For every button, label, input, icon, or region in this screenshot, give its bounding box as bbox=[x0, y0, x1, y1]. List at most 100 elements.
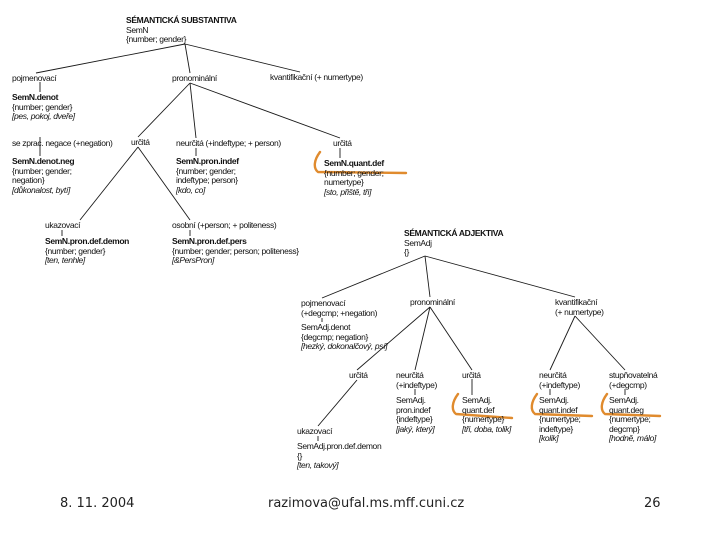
node-line: (+ numertype) bbox=[555, 306, 604, 317]
node-a-quantdeg: SemAdj.quant.deg{numertype;degcmp}[hodně… bbox=[609, 395, 656, 444]
edge-6 bbox=[189, 82, 341, 139]
node-line: se zprac. negace (+negation) bbox=[12, 138, 113, 148]
edge-27 bbox=[317, 379, 358, 427]
node-line: SemN.quant.def bbox=[324, 158, 384, 168]
node-line: SemN bbox=[126, 24, 149, 35]
node-n-kvant: kvantifikační (+ numertype) bbox=[270, 72, 363, 83]
node-line: [pes, pokoj, dveře] bbox=[12, 111, 75, 121]
node-line: kvantifikační bbox=[555, 297, 598, 307]
node-n-zprac: se zprac. negace (+negation) bbox=[12, 138, 113, 149]
edge-20 bbox=[429, 306, 473, 371]
node-line: {number; gender} bbox=[12, 101, 73, 112]
node-line: [ten, takový] bbox=[297, 460, 339, 470]
node-line: [sto, přiště, tři] bbox=[324, 186, 372, 197]
node-line: {number; gender; bbox=[12, 165, 72, 176]
edge-0 bbox=[35, 43, 186, 74]
footer-date: 8. 11. 2004 bbox=[60, 496, 135, 511]
edge-18 bbox=[356, 306, 431, 371]
node-line: [hezký, dokonalčový, psí] bbox=[301, 341, 388, 351]
node-line: negation} bbox=[12, 175, 45, 185]
node-line: SemAdj bbox=[404, 237, 432, 248]
node-n-pronindef: SemN.pron.indef{number; gender;indeftype… bbox=[176, 156, 239, 195]
node-line: [&PersPron] bbox=[172, 255, 214, 265]
node-a-neurcita2: neurčitá(+indeftype) bbox=[539, 370, 580, 390]
node-n-ukaz: ukazovací bbox=[45, 220, 81, 231]
highlight-mark-2 bbox=[530, 392, 594, 418]
node-line: [tři, doba, tolik] bbox=[462, 423, 511, 434]
node-n-denot: SemN.denot{number; gender}[pes, pokoj, d… bbox=[12, 92, 75, 122]
node-line: (+degcmp) bbox=[609, 379, 647, 390]
node-line: [jaký, který] bbox=[396, 423, 435, 434]
node-a-quantdef: SemAdj.quant.def{numertype}[tři, doba, t… bbox=[462, 395, 511, 434]
node-line: určitá bbox=[349, 370, 368, 380]
node-n-neurcita: neurčitá (+indeftype; + person) bbox=[176, 138, 281, 149]
node-a-pojm: pojmenovací(+degcmp; +negation) bbox=[301, 298, 378, 318]
node-line: {number; gender; bbox=[176, 165, 236, 176]
node-line: indeftype} bbox=[539, 423, 573, 434]
node-line: SemAdj.pron.def.demon bbox=[297, 441, 382, 451]
edge-2 bbox=[184, 43, 301, 73]
node-line: (+degcmp; +negation) bbox=[301, 307, 378, 318]
node-line: kvantifikační (+ numertype) bbox=[270, 72, 363, 82]
node-line: neurčitá (+indeftype; + person) bbox=[176, 138, 281, 148]
node-line: ukazovací bbox=[45, 220, 81, 230]
node-a-quantindef: SemAdj.quant.indef{numertype;indeftype}[… bbox=[539, 395, 581, 444]
edge-5 bbox=[189, 82, 197, 139]
node-line: SemAdj. bbox=[396, 395, 426, 405]
node-n-osob: osobní (+person; + politeness) bbox=[172, 220, 277, 231]
node-line: quant.def bbox=[462, 404, 495, 415]
node-line: degcmp} bbox=[609, 423, 640, 434]
node-line: stupňovatelná bbox=[609, 370, 658, 380]
node-n-quantdef: SemN.quant.def{number; gender;numertype}… bbox=[324, 158, 384, 197]
node-line: osobní (+person; + politeness) bbox=[172, 220, 277, 230]
edge-14 bbox=[321, 255, 426, 299]
node-line: [kolik] bbox=[539, 433, 559, 443]
footer-email: razimova@ufal.ms.mff.cuni.cz bbox=[268, 496, 465, 511]
edge-16 bbox=[424, 255, 576, 298]
edge-15 bbox=[424, 255, 431, 298]
node-line: neurčitá bbox=[396, 370, 424, 380]
node-a-ukaz: ukazovací bbox=[297, 426, 332, 437]
node-n-urcita2: určitá bbox=[333, 138, 352, 149]
node-a-urcita: určitá bbox=[349, 370, 368, 381]
node-line: pronominální bbox=[172, 73, 217, 83]
node-line: numertype} bbox=[324, 177, 364, 187]
edge-4 bbox=[137, 82, 191, 138]
node-line: určitá bbox=[131, 137, 150, 147]
node-line: [ten, tenhle] bbox=[45, 255, 85, 265]
node-line: určitá bbox=[333, 138, 352, 148]
node-line: quant.indef bbox=[539, 404, 578, 415]
node-a-denot: SemAdj.denot{degcmp; negation}[hezký, do… bbox=[301, 322, 388, 352]
node-a-pron: pronominální bbox=[410, 297, 455, 308]
node-line: neurčitá bbox=[539, 370, 567, 380]
edge-1 bbox=[184, 43, 191, 74]
node-line: pron.indef bbox=[396, 404, 431, 415]
node-a-kvant: kvantifikační(+ numertype) bbox=[555, 297, 604, 317]
node-line: (+indeftype) bbox=[539, 379, 580, 390]
node-line: SemAdj. bbox=[462, 395, 492, 405]
node-line: {number; gender; bbox=[324, 167, 384, 178]
footer-page-number: 26 bbox=[644, 496, 661, 511]
node-line: SemN.pron.indef bbox=[176, 156, 239, 166]
node-line: {} bbox=[404, 247, 409, 257]
edge-21 bbox=[549, 315, 576, 371]
node-n-demon: SemN.pron.def.demon{number; gender}[ten,… bbox=[45, 236, 129, 266]
highlight-mark-3 bbox=[600, 392, 662, 418]
node-a-urcita2: určitá bbox=[462, 370, 481, 381]
node-line: SÉMANTICKÁ ADJEKTIVA bbox=[404, 228, 504, 238]
node-line: {number; gender} bbox=[126, 34, 187, 44]
node-a-demon: SemAdj.pron.def.demon{}[ten, takový] bbox=[297, 441, 382, 471]
node-n-pojm: pojmenovací bbox=[12, 73, 57, 84]
node-line: {numertype} bbox=[462, 414, 504, 424]
node-line: {number; gender} bbox=[45, 245, 106, 256]
node-line: SemAdj.denot bbox=[301, 322, 351, 332]
node-line: SemN.pron.def.pers bbox=[172, 236, 247, 246]
edge-8 bbox=[137, 146, 191, 221]
node-line: indeftype; person} bbox=[176, 175, 238, 185]
node-line: [důkonalost, bytí] bbox=[12, 184, 70, 195]
edge-19 bbox=[414, 306, 431, 371]
